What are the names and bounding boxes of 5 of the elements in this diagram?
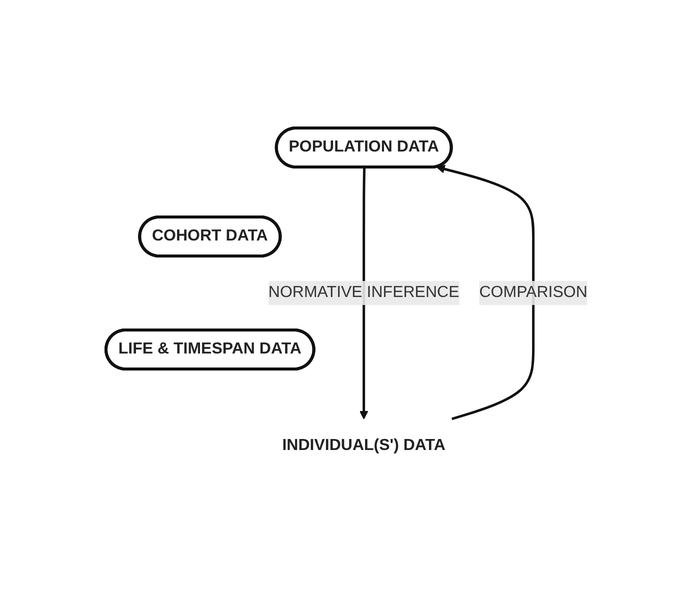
edge-label: NORMATIVE INFERENCE xyxy=(268,283,460,300)
node-text: INDIVIDUAL(S') DATA xyxy=(282,436,446,454)
edge-label: COMPARISON xyxy=(480,283,588,300)
arrow xyxy=(360,166,369,419)
arrow xyxy=(436,164,535,420)
